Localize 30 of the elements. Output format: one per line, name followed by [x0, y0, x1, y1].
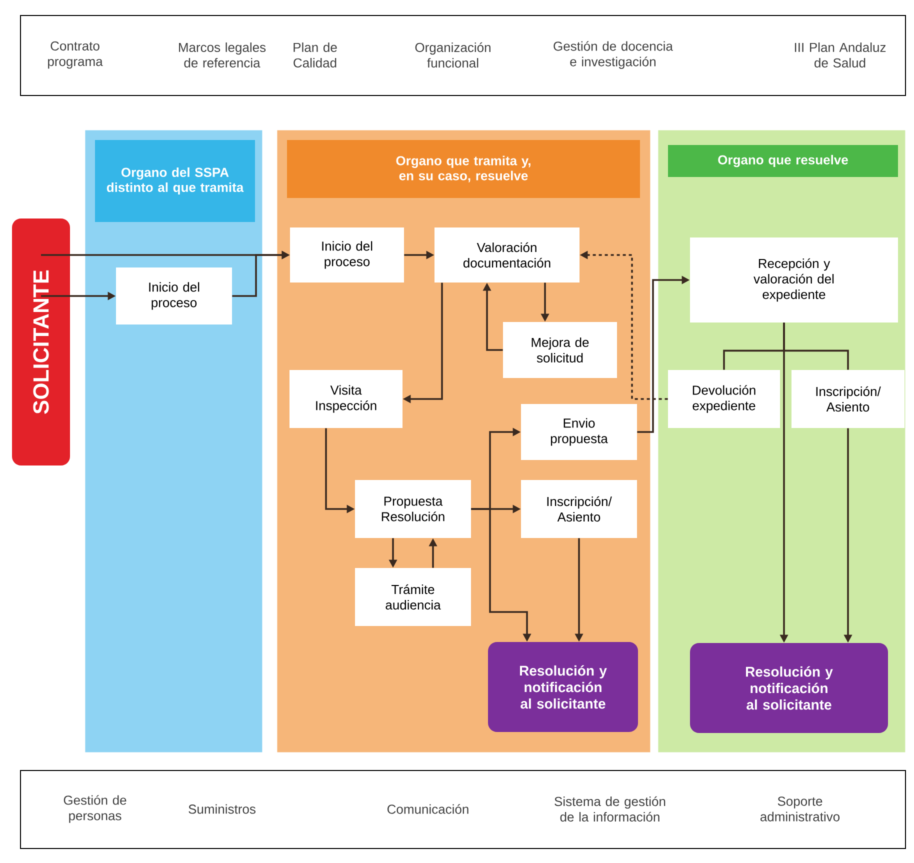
actor-box: SOLICITANTE — [12, 218, 70, 466]
process-box: Envio propuesta — [521, 404, 637, 460]
process-box: Recepción y valoración del expediente — [690, 238, 898, 322]
band-label: Marcos legales de referencia — [179, 42, 266, 68]
process-box: Devolución expediente — [668, 370, 780, 428]
process-box: Inicio del proceso — [116, 268, 232, 324]
band-label: Suministros — [188, 804, 256, 814]
band-label: Plan de Calidad — [294, 42, 337, 68]
band-label: Gestión de docencia e investigación — [554, 41, 673, 69]
band-label: Comunicación — [387, 804, 468, 814]
band-label: Gestión de personas — [64, 795, 126, 823]
process-box: Visita Inspección — [290, 370, 402, 428]
band-label: Sistema de gestión de la información — [554, 796, 666, 822]
band-label: III Plan Andaluz de Salud — [794, 42, 886, 68]
band-label: Soporte administrativo — [760, 796, 840, 822]
connector-line — [783, 322, 849, 370]
process-box: Inscripción/ Asiento — [521, 480, 637, 538]
process-box: Mejora de solicitud — [503, 322, 617, 378]
process-box: Inscripción/ Asiento — [792, 370, 904, 428]
result-box: Resolución y notificación al solicitante — [488, 642, 638, 732]
band — [20, 770, 906, 849]
process-box: Valoración documentación — [434, 228, 580, 282]
process-box: Inicio del proceso — [290, 228, 404, 282]
band-label: Organización funcional — [415, 42, 490, 68]
process-box: Propuesta Resolución — [355, 480, 471, 538]
process-box: Trámite audiencia — [355, 568, 471, 626]
band — [20, 15, 906, 96]
result-box: Resolución y notificación al solicitante — [690, 643, 888, 733]
node-label: Inscripción/ Asiento — [816, 386, 881, 412]
band-label: Contrato programa — [48, 41, 103, 69]
